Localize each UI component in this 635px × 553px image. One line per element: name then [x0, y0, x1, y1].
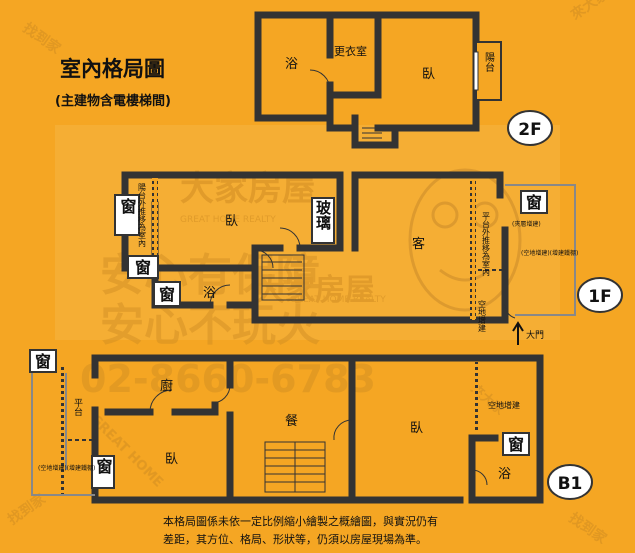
- b1-dining-label: 餐: [285, 413, 298, 429]
- 1f-glass-panel: [311, 197, 335, 244]
- 1f-roof-annex: (夾層增建): [512, 220, 541, 228]
- b1-badge: [547, 464, 593, 500]
- b1-window-3-label: 窗: [508, 435, 524, 454]
- floor-2f: 浴 更衣室 臥 陽台 2F: [254, 11, 553, 149]
- 1f-window-3: [153, 281, 181, 307]
- watermark-brand-en: GREAT HOME REALTY: [290, 295, 386, 305]
- b1-yard-note: (空地增建)(增建鐵棚): [38, 464, 95, 472]
- 1f-glass-label: 玻璃: [314, 199, 332, 231]
- disclaimer-line-2: 差距，其方位、格局、形狀等，仍須以房屋現場為準。: [163, 532, 427, 546]
- 1f-window-1: [114, 194, 140, 236]
- 2f-balcony-window: [473, 51, 479, 91]
- 1f-entrance-label: 大門: [526, 329, 544, 341]
- 2f-bedroom-label: 臥: [422, 67, 435, 82]
- 2f-balcony-label: 陽台: [483, 52, 495, 73]
- b1-platform-label: 平台: [72, 398, 83, 417]
- b1-bath-label: 浴: [498, 467, 511, 482]
- 2f-dressing-label: 更衣室: [334, 44, 367, 58]
- 1f-window-2-label: 窗: [135, 258, 151, 277]
- watermark-brand-en-2: GREAT HOME REALTY: [180, 215, 276, 225]
- 1f-window-4-label: 窗: [526, 193, 542, 212]
- watermark-brand-2: 大家房屋: [255, 273, 375, 308]
- b1-bedroom-right-label: 臥: [410, 421, 423, 436]
- b1-kitchen-label: 廚: [160, 378, 173, 394]
- 1f-bedroom-label: 臥: [225, 214, 238, 229]
- b1-window-3: [502, 432, 530, 456]
- 1f-stairs: [261, 254, 305, 301]
- floor-1f: 玻璃 窗 窗 窗 窗 陽台外推移為室內 臥 客 浴 平台外推移為室內 空地增建 …: [114, 171, 623, 345]
- plan-subtitle: (主建物含電樓梯間): [55, 93, 171, 109]
- 1f-balcony-moved-left: 陽台外推移為室內: [138, 183, 147, 248]
- 1f-window-2: [127, 255, 159, 279]
- disclaimer-line-1: 本格局圖係未依一定比例縮小繪製之概繪圖，與實況仍有: [163, 514, 438, 528]
- 2f-bath-label: 浴: [285, 57, 298, 72]
- 1f-entrance-arrow-icon: [512, 321, 524, 345]
- 1f-bath-label: 浴: [203, 286, 216, 301]
- 2f-balcony: [475, 41, 502, 101]
- 2f-badge-label: 2F: [518, 120, 541, 140]
- 1f-living-label: 客: [412, 236, 425, 252]
- floor-b1: 窗 窗 窗 平台 (空地增建)(增建鐵棚) 廚 臥 餐 臥 空地增建 浴 B1: [29, 349, 593, 504]
- plan-title: 室內格局圖: [60, 57, 165, 81]
- 1f-yard-note: (空地增建)(增建鐵棚): [521, 249, 578, 257]
- b1-window-2-label: 窗: [94, 457, 113, 475]
- 1f-platform-moved: 平台外推移為室內: [482, 212, 491, 277]
- b1-stairs: [264, 441, 326, 493]
- 2f-badge: [507, 110, 553, 146]
- 1f-window-3-label: 窗: [159, 285, 175, 304]
- 1f-window-1-label: 窗: [118, 197, 137, 215]
- b1-window-2: [91, 455, 115, 489]
- b1-window-1: [29, 349, 57, 373]
- b1-badge-label: B1: [558, 474, 583, 494]
- b1-vacant-built: 空地增建: [488, 400, 520, 410]
- 1f-badge: [577, 277, 623, 313]
- 1f-window-4: [520, 190, 548, 214]
- b1-bedroom-left-label: 臥: [165, 452, 178, 467]
- 1f-vacant-built: 空地增建: [478, 299, 487, 333]
- b1-window-1-label: 窗: [35, 352, 51, 371]
- 1f-badge-label: 1F: [588, 287, 611, 307]
